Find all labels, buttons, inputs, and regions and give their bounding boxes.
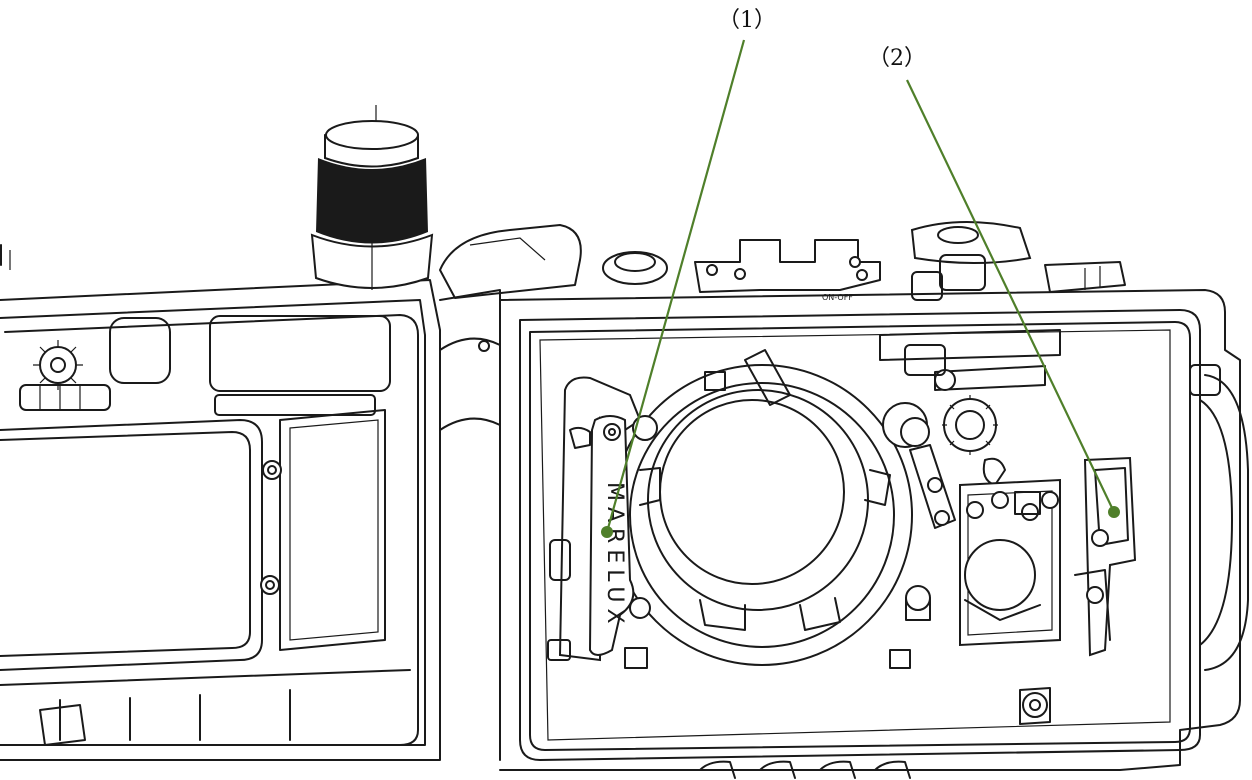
right-bracket [905,456,1137,725]
gear-icon [19,340,111,411]
switch-marking: ON-OFF [822,293,853,302]
rear-door-outline [0,244,441,761]
knurled-knob-icon [310,105,434,290]
callout-marker-1 [601,526,613,538]
main-housing-outline [499,289,1249,771]
left-bracket: MARELUX [547,376,658,669]
top-fittings: ON-OFF [602,220,1126,302]
callout-label-2: （2） [868,46,926,71]
callout-leader-1 [601,39,746,538]
callout-label-1: （1） [718,8,776,33]
bottom-buttons [699,760,911,779]
hinge [439,224,582,761]
callout-marker-2 [1108,506,1120,518]
lens-mount-icon [611,349,913,669]
callout-leader-2 [906,79,1120,518]
gear-train [879,329,1061,529]
